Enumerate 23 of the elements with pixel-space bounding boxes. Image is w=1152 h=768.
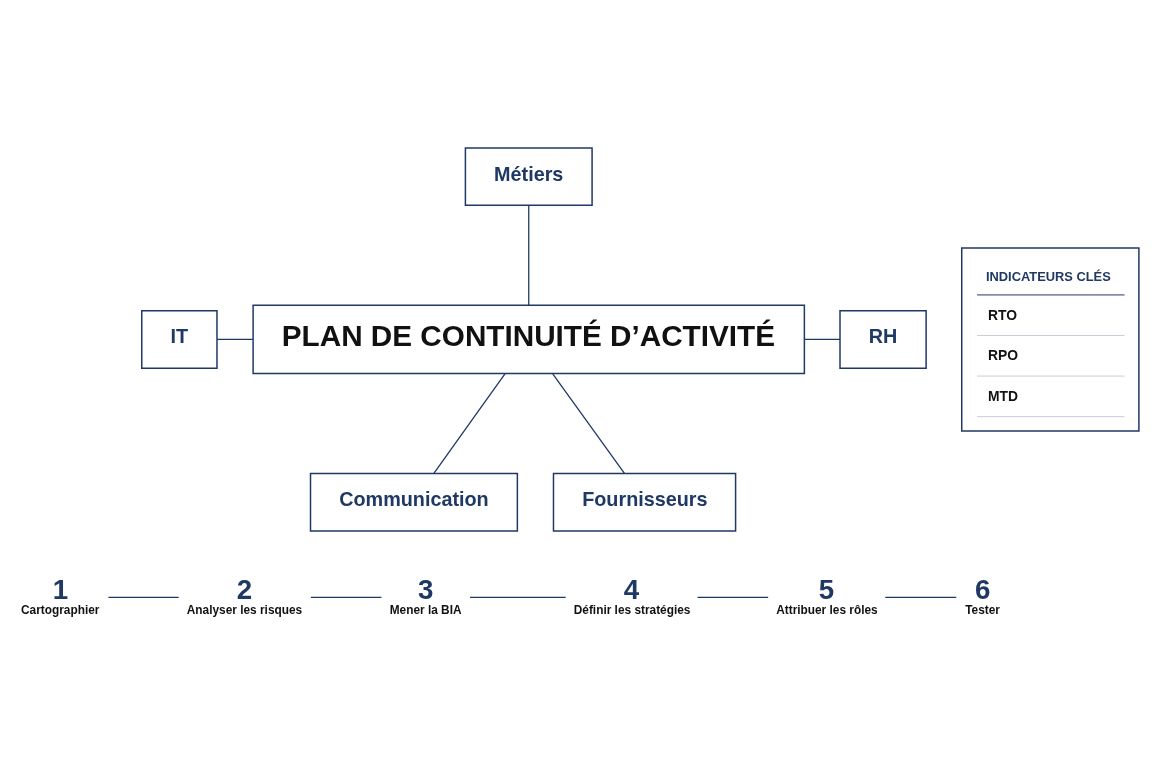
connector xyxy=(696,596,769,598)
connector xyxy=(528,204,530,306)
connector xyxy=(107,596,180,598)
connector xyxy=(552,372,626,474)
connector xyxy=(216,338,254,340)
node-box: RH xyxy=(839,309,927,369)
connector xyxy=(884,596,957,598)
connector xyxy=(803,338,841,340)
connector xyxy=(433,372,506,474)
node-text: 3 Mener la BIA xyxy=(389,573,462,617)
node-text: 1 Cartographier xyxy=(21,573,100,617)
node-text: 2 Analyser les risques xyxy=(186,573,303,617)
node-box: Communication xyxy=(309,472,519,532)
node-box: PLAN DE CONTINUITÉ D’ACTIVITÉ xyxy=(252,304,806,374)
node-box: INDICATEURS CLÉS RTO RPO MTD xyxy=(961,246,1140,432)
node-text: 6 Tester xyxy=(965,573,1000,617)
node-text: 5 Attribuer les rôles xyxy=(776,573,878,617)
connector xyxy=(310,596,382,598)
node-box: IT xyxy=(141,309,218,369)
node-text: 4 Définir les stratégies xyxy=(573,573,691,617)
node-box: Métiers xyxy=(464,146,593,206)
node-box: Fournisseurs xyxy=(552,472,737,532)
connector xyxy=(469,596,567,598)
